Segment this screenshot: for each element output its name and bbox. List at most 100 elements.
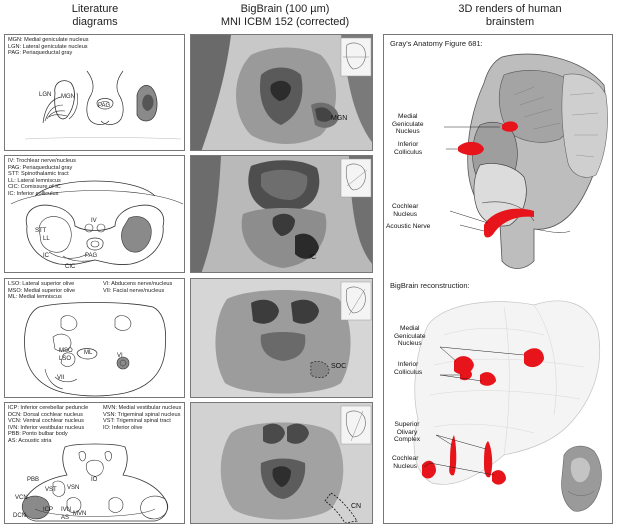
render-panel: Gray's Anatomy Figure 681: Medial Genicu… bbox=[383, 34, 613, 524]
label-vst: VST bbox=[45, 487, 57, 493]
legend-item: LSO: Lateral superior olive bbox=[8, 281, 75, 287]
column-title-bigbrain-line2: MNI ICBM 152 (corrected) bbox=[220, 16, 350, 28]
bigbrain-slice-cn-image bbox=[191, 403, 372, 523]
label-cic: CIC bbox=[65, 264, 76, 270]
lit-diagram-3-drawing bbox=[24, 302, 167, 397]
recon-cn-left bbox=[422, 460, 436, 479]
grays-label-nerve: Acoustic Nerve bbox=[386, 223, 431, 230]
recon-soc-right bbox=[484, 441, 493, 478]
legend-item: LGN: Lateral geniculate nucleus bbox=[8, 43, 88, 50]
lit-panel-cochlear-nucleus: ICP: Inferior cerebellar peduncle DCN: D… bbox=[4, 402, 185, 524]
lit-legend-1: MGN: Medial geniculate nucleus LGN: Late… bbox=[8, 37, 89, 57]
brainstem-model-thumbnail bbox=[561, 445, 602, 512]
lit-legend-4-right: MVN: Medial vestibular nucleus VSN: Trig… bbox=[103, 405, 181, 431]
bigbrain-slice-ic-image bbox=[191, 156, 372, 272]
legend-item: PAG: Periaqueductal gray bbox=[8, 50, 73, 57]
legend-item: IO: Inferior olive bbox=[103, 424, 143, 431]
grays-cn-red bbox=[484, 208, 534, 238]
label-icp: ICP bbox=[43, 507, 54, 513]
column-title-renders: 3D renders of human brainstem bbox=[458, 3, 562, 28]
label-vi: VI bbox=[117, 353, 123, 359]
label-dcn: DCN bbox=[13, 513, 26, 519]
legend-item: LL: Lateral lemniscus bbox=[8, 177, 61, 184]
legend-item: VII: Facial nerve/nucleus bbox=[103, 287, 165, 294]
recon-label-ic: Inferior Colliculus bbox=[394, 361, 423, 376]
column-title-literature: Literature diagrams bbox=[71, 3, 119, 28]
recon-mgn-left bbox=[454, 356, 474, 375]
legend-item: ICP: Inferior cerebellar peduncle bbox=[8, 405, 89, 411]
lit-panel-superior-olive: LSO: Lateral superior olive MSO: Medial … bbox=[4, 278, 185, 398]
legend-item: VST: Trigeminal spinal tract bbox=[103, 418, 171, 425]
label-ivn: IVN bbox=[61, 507, 72, 513]
label-mso: MSO bbox=[59, 348, 73, 354]
render-panel-drawing bbox=[413, 53, 608, 512]
lit-panel-inferior-colliculus: IV: Trochlear nerve/nucleus PAG: Periaqu… bbox=[4, 155, 185, 273]
legend-item: PBB: Ponto bulbar body bbox=[8, 431, 68, 438]
legend-item: AS: Acoustic stria bbox=[8, 437, 52, 444]
column-title-bigbrain-line1: BigBrain (100 µm) bbox=[240, 3, 330, 15]
label-pag: PAG bbox=[85, 253, 98, 259]
lit-legend-4-left: ICP: Inferior cerebellar peduncle DCN: D… bbox=[8, 405, 88, 445]
lit-diagram-4-drawing bbox=[22, 443, 168, 522]
lit-panel-midbrain-upper: MGN: Medial geniculate nucleus LGN: Late… bbox=[4, 34, 185, 151]
label-ml: ML bbox=[84, 350, 93, 356]
slice-label-soc: SOC bbox=[331, 363, 347, 370]
label-io: IO bbox=[91, 477, 98, 483]
legend-item: VI: Abducens nerve/nucleus bbox=[103, 281, 173, 287]
recon-soc-left bbox=[449, 435, 457, 476]
legend-item: MVN: Medial vestibular nucleus bbox=[103, 405, 182, 411]
legend-item: STT: Spinothalamic tract bbox=[8, 171, 69, 178]
lit-diagram-1-drawing bbox=[24, 70, 182, 140]
bigbrain-slice-cn: CN bbox=[190, 402, 373, 524]
label-vsn: VSN bbox=[67, 485, 80, 491]
lit-legend-3-right: VI: Abducens nerve/nucleus VII: Facial n… bbox=[103, 281, 172, 294]
grays-ic-red bbox=[458, 141, 484, 156]
label-vii: VII bbox=[57, 375, 65, 381]
recon-label-mgn: Medial Geniculate Nucleus bbox=[394, 325, 426, 348]
legend-item: IC: Inferior colliculus bbox=[8, 190, 59, 197]
label-iv: IV bbox=[91, 218, 97, 224]
lit-diagram-2-drawing bbox=[10, 180, 184, 265]
recon-mgn-right bbox=[524, 348, 544, 368]
legend-item: CIC: Comissure of IC bbox=[8, 184, 61, 191]
legend-item: IV: Trochlear nerve/nucleus bbox=[8, 158, 76, 164]
legend-item: MSO: Medial superior olive bbox=[8, 287, 76, 294]
label-vcn: VCN bbox=[15, 495, 28, 501]
legend-item: VSN: Trigeminal spinal nucleus bbox=[103, 411, 181, 418]
label-pag: PAG bbox=[98, 103, 111, 109]
grays-mgn-red bbox=[502, 121, 518, 132]
label-stt: STT bbox=[35, 228, 47, 234]
legend-item: IVN: Inferior vestibular nucleus bbox=[8, 424, 85, 431]
recon-label-soc: Superior Olivary Complex bbox=[394, 421, 421, 444]
bigbrain-slice-soc-image bbox=[191, 279, 372, 397]
label-ll: LL bbox=[43, 236, 50, 242]
bigbrain-slice-soc: SOC bbox=[190, 278, 373, 398]
bigbrain-reconstruction-mesh bbox=[413, 300, 601, 485]
grays-label-cn: Cochlear Nucleus bbox=[392, 203, 419, 218]
slice-label-mgn: MGN bbox=[331, 115, 348, 122]
legend-item: DCN: Dorsal cochlear nucleus bbox=[8, 411, 83, 418]
recon-heading: BigBrain reconstruction: bbox=[390, 281, 470, 290]
label-mvn: MVN bbox=[73, 511, 87, 517]
bigbrain-slice-mgn-image bbox=[191, 35, 372, 150]
recon-cn-right bbox=[492, 470, 506, 485]
label-lso: LSO bbox=[59, 356, 72, 362]
grays-label-ic: Inferior Colliculus bbox=[394, 141, 423, 156]
recon-ic-left bbox=[460, 369, 472, 381]
grays-label-mgn: Medial Geniculate Nucleus bbox=[392, 113, 424, 136]
bigbrain-slice-ic: IC bbox=[190, 155, 373, 273]
label-pbb: PBB bbox=[27, 477, 40, 483]
recon-label-cn: Cochlear Nucleus bbox=[392, 455, 419, 470]
lit-legend-2: IV: Trochlear nerve/nucleus PAG: Periaqu… bbox=[8, 158, 76, 198]
legend-item: ML: Medial lemniscus bbox=[8, 294, 62, 301]
lit-legend-3-left: LSO: Lateral superior olive MSO: Medial … bbox=[8, 281, 75, 301]
legend-item: VCN: Ventral cochlear nucleus bbox=[8, 418, 84, 425]
label-as: AS bbox=[61, 515, 70, 521]
grays-heading: Gray's Anatomy Figure 681: bbox=[390, 39, 483, 48]
slice-label-cn: CN bbox=[351, 503, 362, 510]
recon-ic-right bbox=[480, 372, 496, 386]
label-lgn: LGN bbox=[39, 92, 52, 98]
label-mgn: MGN bbox=[61, 94, 75, 100]
column-title-bigbrain: BigBrain (100 µm) MNI ICBM 152 (correcte… bbox=[215, 3, 355, 29]
label-ic: IC bbox=[43, 253, 49, 259]
